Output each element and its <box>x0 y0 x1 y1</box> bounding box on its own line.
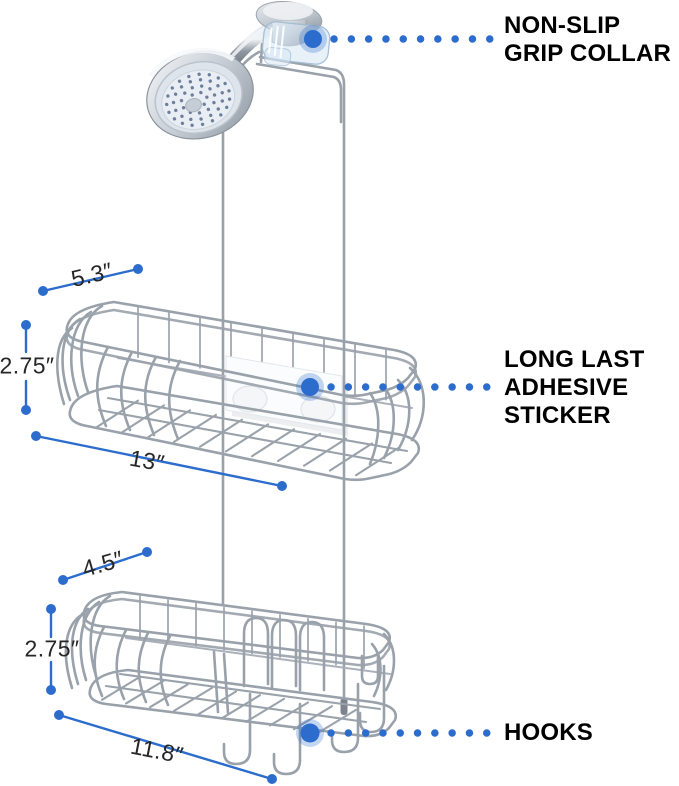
callout-non-slip-grip-collar-line-2: GRIP COLLAR <box>504 40 672 67</box>
shower-head <box>146 47 254 140</box>
comb-arch <box>242 616 270 688</box>
comb-arch <box>298 620 326 692</box>
marker-adhesive-sticker <box>301 378 319 396</box>
comb-arch <box>270 618 298 690</box>
dimension-lines <box>21 264 287 784</box>
head-center-cap <box>185 98 202 113</box>
callout-adhesive-line-2: ADHESIVE <box>504 374 629 401</box>
callout-adhesive-line-3: STICKER <box>504 402 611 429</box>
callout-leaders <box>296 25 502 747</box>
marker-hooks <box>300 723 320 743</box>
divider-wire <box>222 652 230 715</box>
rail-end-cap <box>340 698 348 715</box>
dimension-label-bottom-basket-height: 2.75″ <box>24 635 80 662</box>
hook <box>358 664 386 734</box>
suction-tab <box>232 385 268 413</box>
hook <box>272 702 302 776</box>
marker-grip-collar <box>304 30 322 48</box>
left-rail <box>221 50 261 606</box>
dimension-label-top-basket-height: 2.75″ <box>0 352 55 379</box>
adhesive-sticker <box>225 355 348 436</box>
hook-descender <box>259 42 264 64</box>
top-basket-grid <box>94 396 409 477</box>
hook <box>222 692 252 766</box>
callout-hooks-line-1: HOOKS <box>504 719 594 746</box>
hook <box>330 682 360 754</box>
top-basket <box>56 300 426 482</box>
bottom-basket <box>64 590 398 776</box>
hook-bar-inner <box>255 62 343 124</box>
bottom-basket-back-wires <box>139 595 365 670</box>
callout-long-last-adhesive-sticker: LONG LAST ADHESIVE STICKER <box>504 346 679 430</box>
callout-non-slip-grip-collar: NON-SLIP GRIP COLLAR <box>504 12 679 68</box>
callout-non-slip-grip-collar-line-1: NON-SLIP <box>504 12 621 39</box>
right-rail <box>258 55 346 702</box>
bottom-basket-frame <box>64 590 398 738</box>
suction-tab <box>300 395 336 423</box>
top-basket-frame <box>56 300 426 482</box>
bottom-basket-grid <box>100 672 382 734</box>
divider-wire <box>212 650 220 714</box>
callout-adhesive-line-1: LONG LAST <box>504 346 645 373</box>
dimension-label-top-basket-width: 13″ <box>127 444 167 477</box>
callout-hooks: HOOKS <box>504 719 679 747</box>
hooks <box>222 664 386 776</box>
bottom-basket-mid-wire <box>125 637 391 675</box>
